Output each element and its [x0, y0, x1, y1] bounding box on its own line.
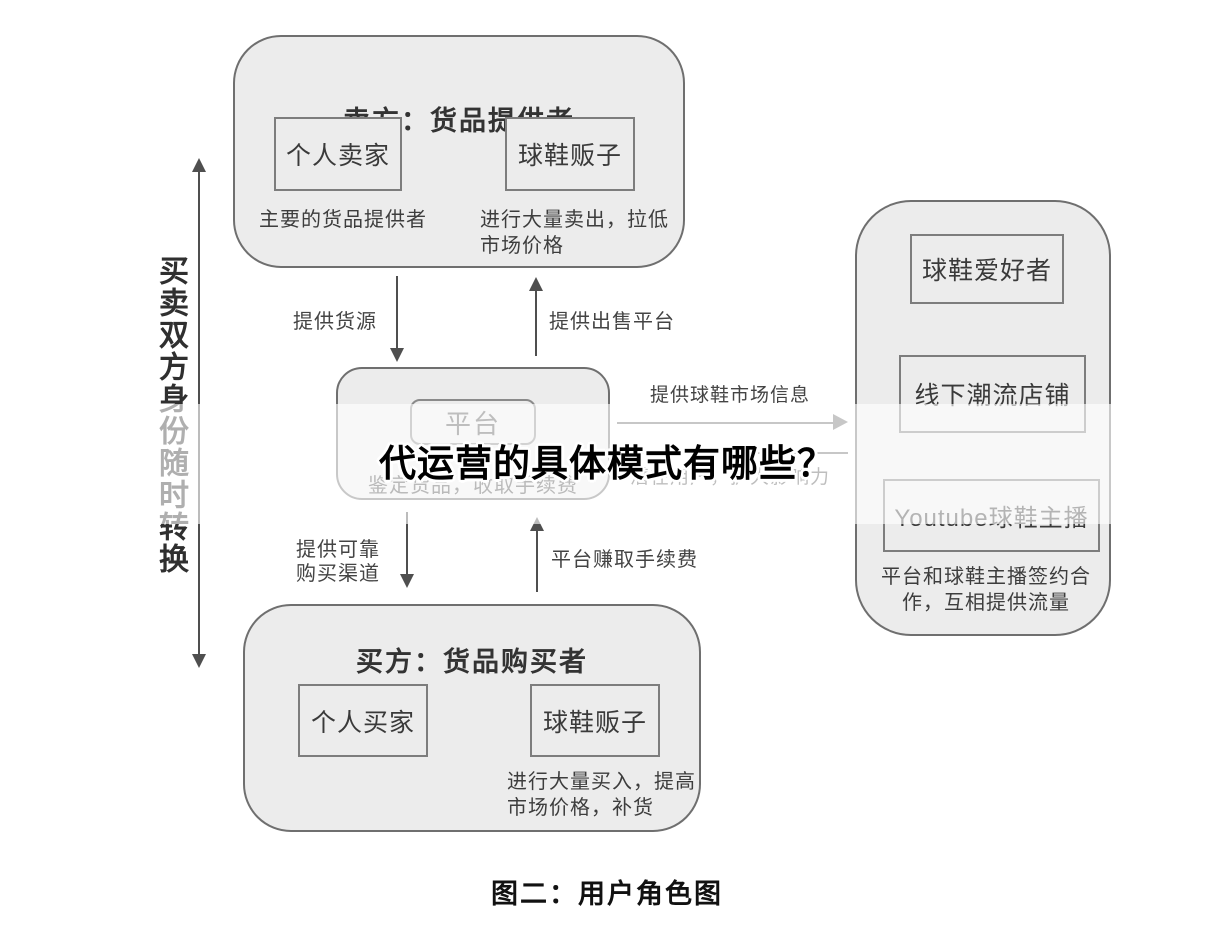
audience-member-enthusiast: 球鞋爱好者: [910, 234, 1064, 304]
arrow-down-icon: [400, 574, 414, 588]
buyer-member-reseller: 球鞋贩子: [530, 684, 660, 757]
seller-member-reseller: 球鞋贩子: [505, 117, 635, 191]
edge-platform-to-audience-info-label: 提供球鞋市场信息: [650, 385, 811, 406]
overlay-headline: 代运营的具体模式有哪些？: [379, 443, 835, 484]
seller-member1-note: 主要的货品提供者: [259, 209, 427, 231]
figure-caption: 图二：用户角色图: [491, 879, 723, 909]
overlay-wash-band: [0, 404, 1214, 524]
arrow-up-icon: [192, 158, 206, 172]
arrow-down-icon: [192, 654, 206, 668]
edge-platform-to-seller-line: [535, 290, 537, 356]
seller-member-individual: 个人卖家: [274, 117, 402, 191]
seller-member2-note: 进行大量卖出，拉低市场价格: [480, 209, 669, 257]
arrow-up-icon: [529, 277, 543, 291]
arrow-down-icon: [390, 348, 404, 362]
buyer-group-box: 买方：货品购买者 个人买家 球鞋贩子 进行大量买入，提高市场价格，补货: [243, 604, 701, 832]
edge-buyer-to-platform-label: 平台赚取手续费: [551, 549, 698, 571]
edge-platform-to-buyer-line: [406, 512, 408, 576]
buyer-group-title: 买方：货品购买者: [356, 647, 588, 677]
audience-note: 平台和球鞋主播签约合作，互相提供流量: [881, 566, 1091, 614]
seller-group-box: 卖方：货品提供者 个人卖家 球鞋贩子 主要的货品提供者 进行大量卖出，拉低市场价…: [233, 35, 685, 268]
edge-buyer-to-platform-line: [536, 530, 538, 592]
edge-platform-to-buyer-label: 提供可靠购买渠道: [296, 539, 380, 585]
edge-seller-to-platform-label: 提供货源: [293, 311, 377, 333]
buyer-member-individual: 个人买家: [298, 684, 428, 757]
buyer-member2-note: 进行大量买入，提高市场价格，补货: [507, 771, 696, 819]
edge-seller-to-platform-line: [396, 276, 398, 350]
edge-platform-to-seller-label: 提供出售平台: [549, 311, 675, 333]
